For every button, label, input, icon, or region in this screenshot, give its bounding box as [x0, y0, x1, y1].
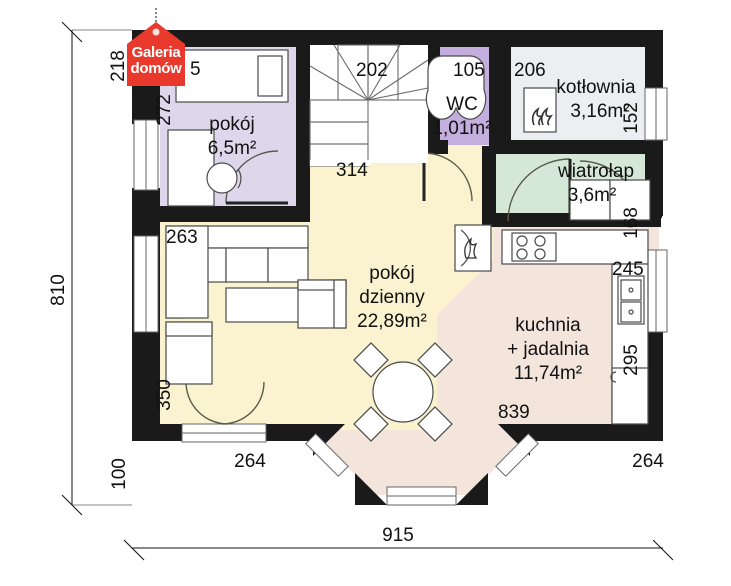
dining-chair-4 — [417, 406, 453, 442]
dim-dining-diag: 839 — [498, 402, 530, 423]
fill-bay-upper — [437, 315, 493, 430]
fireplace — [454, 224, 492, 272]
dim-stairs: 202 — [356, 60, 388, 81]
label-bedroom-area: 6,5m² — [208, 138, 257, 159]
label-kitchen-name-1: kuchnia — [515, 315, 581, 336]
boiler-unit — [523, 87, 557, 133]
door-bedroom — [225, 150, 279, 204]
label-kitchen-area: 11,74m² — [514, 363, 582, 384]
dim-wc-code: 105 — [453, 60, 485, 81]
door-vestibule-inner — [507, 158, 571, 222]
label-kitchen-name-2: + jadalnia — [507, 339, 589, 360]
dining-table — [372, 361, 434, 423]
label-bedroom-name: pokój — [209, 114, 254, 135]
furniture-living — [165, 225, 347, 385]
fireplace-flame — [464, 237, 478, 259]
label-living-area: 22,89m² — [357, 311, 427, 332]
wall-boiler-right-nub — [628, 140, 662, 154]
bedroom-stool-arc — [237, 168, 242, 189]
dim-kitchen-right: 295 — [621, 344, 642, 376]
dim-kitchen-top: 245 — [612, 259, 644, 280]
furniture-vestibule — [569, 179, 651, 221]
label-wc-area: 1,01m² — [432, 118, 491, 139]
dim-boiler-side: 152 — [621, 102, 642, 134]
wall-bedroom-bottom — [144, 206, 310, 222]
door-living-2 — [221, 381, 265, 425]
wall-bottom-right — [522, 424, 663, 441]
room-labels: pokój 6,5m² WC 1,01m² kotłownia 3,16m² w… — [208, 77, 636, 384]
dim-bottom-left: 264 — [234, 451, 266, 472]
dining-chair-1 — [353, 342, 389, 378]
fill-bay-lower — [313, 430, 530, 495]
galeria-domow-logo: Galeria domów — [119, 8, 193, 94]
label-wc-name: WC — [446, 94, 478, 115]
sofa-seat-2 — [225, 247, 269, 283]
logo-text-line2: domów — [130, 60, 182, 77]
door-living-1 — [185, 381, 229, 425]
sofa-corner-seat — [165, 225, 209, 319]
wall-bedroom-right2 — [296, 90, 310, 220]
door-wc — [423, 152, 473, 202]
boiler-flame2 — [540, 106, 553, 126]
dining-set — [353, 342, 453, 442]
furniture-kitchen — [501, 229, 649, 425]
label-living-name-1: pokój — [369, 263, 414, 284]
logo-text-line1: Galeria — [131, 44, 181, 61]
wall-wc-right — [489, 44, 511, 146]
label-vestibule-area: 3,6m² — [568, 185, 617, 206]
wall-wc-bottom — [428, 140, 448, 154]
windows — [133, 87, 668, 506]
dim-overall-width: 915 — [382, 525, 414, 546]
armchair-2-arm — [333, 279, 347, 329]
nightstand — [257, 55, 283, 97]
sofa-seat-3 — [267, 247, 309, 283]
dim-hall-width: 314 — [336, 160, 368, 181]
wall-bottom-left2 — [264, 424, 322, 441]
wall-bedroom-right — [296, 30, 310, 90]
dim-living-bottom: 350 — [154, 379, 175, 411]
wall-boiler-bottom — [489, 140, 645, 154]
toilet — [425, 55, 487, 120]
wall-top — [132, 30, 663, 47]
dim-bedroom-top: 5 — [190, 59, 201, 80]
label-living-name-2: dzienny — [359, 287, 425, 308]
dim-overall-height: 810 — [48, 274, 69, 306]
dim-bottom-right: 264 — [632, 451, 664, 472]
label-boiler-name: kotłownia — [556, 77, 636, 98]
dim-sofa-wall: 263 — [166, 227, 198, 248]
furniture-bedroom — [167, 49, 289, 207]
logo-tag-shape — [127, 22, 185, 86]
logo-hole — [152, 28, 160, 36]
armchair-1-back — [165, 321, 213, 337]
stairs — [309, 44, 429, 167]
dining-chair-2 — [417, 342, 453, 378]
bedroom-stool — [206, 162, 238, 194]
wardrobe — [167, 129, 215, 207]
dim-bedroom-width: 272 — [154, 94, 175, 126]
dimension-lines — [61, 21, 674, 561]
label-vestibule-name: wiatrołap — [557, 161, 634, 182]
furniture-boiler — [523, 87, 557, 133]
dimension-labels: 810 915 100 218 5 272 202 314 105 206 15… — [48, 50, 664, 546]
coffee-table — [225, 287, 303, 323]
dining-chair-3 — [353, 406, 389, 442]
dim-left-offset: 100 — [109, 458, 130, 490]
wall-bay-corner-3 — [355, 473, 387, 505]
wall-bottom-left — [132, 424, 182, 441]
kitchen-appliance — [611, 367, 649, 425]
vestibule-cabinet-2 — [609, 179, 651, 221]
window-bay-right — [495, 433, 539, 477]
furniture-wc — [425, 55, 487, 120]
wall-vestibule-left — [482, 146, 496, 226]
dim-vestibule-side: 168 — [621, 207, 642, 239]
label-boiler-area: 3,16m² — [570, 101, 629, 122]
doors — [185, 150, 641, 425]
boiler-flame — [531, 106, 544, 126]
dim-bedroom-left-vertical: 218 — [108, 50, 129, 82]
wall-nub-b — [522, 213, 538, 227]
wall-bay-corner-4 — [456, 473, 488, 505]
dim-boiler-code: 206 — [514, 60, 546, 81]
window-bay-left — [305, 433, 349, 477]
